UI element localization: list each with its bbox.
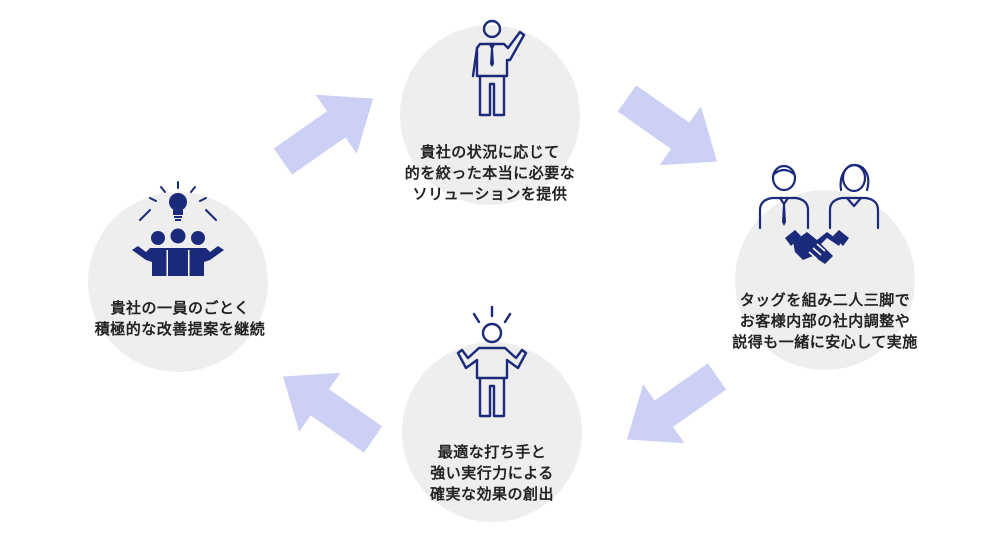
text-line: 貴社の状況に応じて (420, 143, 560, 161)
text-line: お客様内部の社内調整や (739, 312, 911, 330)
confident-person-icon (456, 305, 528, 418)
node-left (88, 192, 268, 372)
node-bottom (402, 342, 582, 522)
presenter-icon (471, 19, 526, 117)
team-idea-icon (132, 181, 224, 276)
text-line: 強い実行力による (430, 464, 554, 482)
text-line: 説得も一緒に安心して実施 (732, 333, 918, 351)
text-line: 積極的な改善提案を継続 (94, 320, 266, 338)
arrow-left-to-top (273, 94, 374, 175)
text-line: ソリューションを提供 (412, 185, 568, 203)
arrow-bottom-to-left (282, 372, 383, 453)
handshake-icon (758, 163, 880, 264)
node-right-text: タッグを組み二人三脚で お客様内部の社内調整や 説得も一緒に安心して実施 (732, 290, 918, 353)
arrow-right-to-bottom (626, 363, 727, 444)
text-line: 確実な効果の創出 (429, 485, 555, 503)
text-line: 貴社の一員のごとく (110, 299, 250, 317)
arrow-top-to-right (617, 85, 718, 166)
node-bottom-text: 最適な打ち手と 強い実行力による 確実な効果の創出 (430, 442, 554, 505)
text-line: 的を絞った本当に必要な (404, 164, 576, 182)
node-left-text: 貴社の一員のごとく 積極的な改善提案を継続 (95, 298, 266, 340)
text-line: 最適な打ち手と (437, 443, 547, 461)
text-line: タッグを組み二人三脚で (739, 291, 911, 309)
node-top-text: 貴社の状況に応じて 的を絞った本当に必要な ソリューションを提供 (405, 142, 576, 205)
node-right (735, 190, 915, 370)
